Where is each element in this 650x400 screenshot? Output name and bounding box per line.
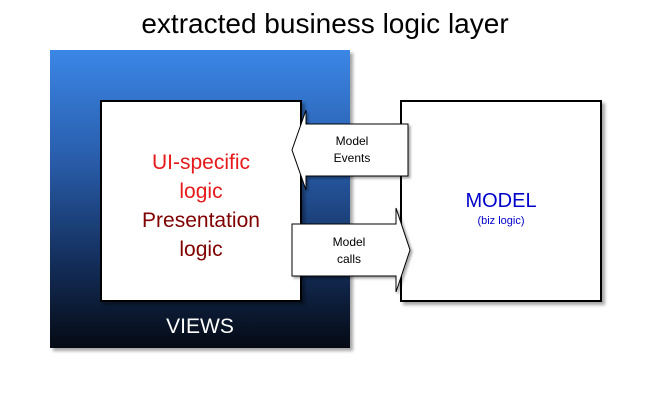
model-title: MODEL (465, 190, 537, 212)
model-calls-line2: calls (336, 252, 361, 266)
model-events-line2: Events (333, 151, 371, 165)
model-events-label: Model Events (312, 133, 392, 167)
model-events-line1: Model (335, 134, 369, 148)
model-box: MODEL (biz logic) (400, 100, 602, 302)
views-label: VIEWS (166, 315, 234, 338)
presentation-logic-text: UI-specific logic Presentation logic (102, 148, 300, 264)
presentation-logic-box: UI-specific logic Presentation logic (100, 100, 302, 302)
ui-specific-logic-label: logic (179, 180, 223, 203)
model-events-arrow (291, 109, 409, 191)
model-calls-line1: Model (332, 235, 366, 249)
presentation-logic-label: logic (179, 238, 223, 261)
ui-specific-label: UI-specific (151, 151, 251, 174)
model-calls-label: Model calls (309, 234, 389, 268)
diagram-title: extracted business logic layer (141, 8, 509, 39)
model-subtitle: (biz logic) (477, 215, 525, 227)
model-calls-arrow (291, 207, 411, 293)
presentation-label: Presentation (142, 209, 260, 232)
